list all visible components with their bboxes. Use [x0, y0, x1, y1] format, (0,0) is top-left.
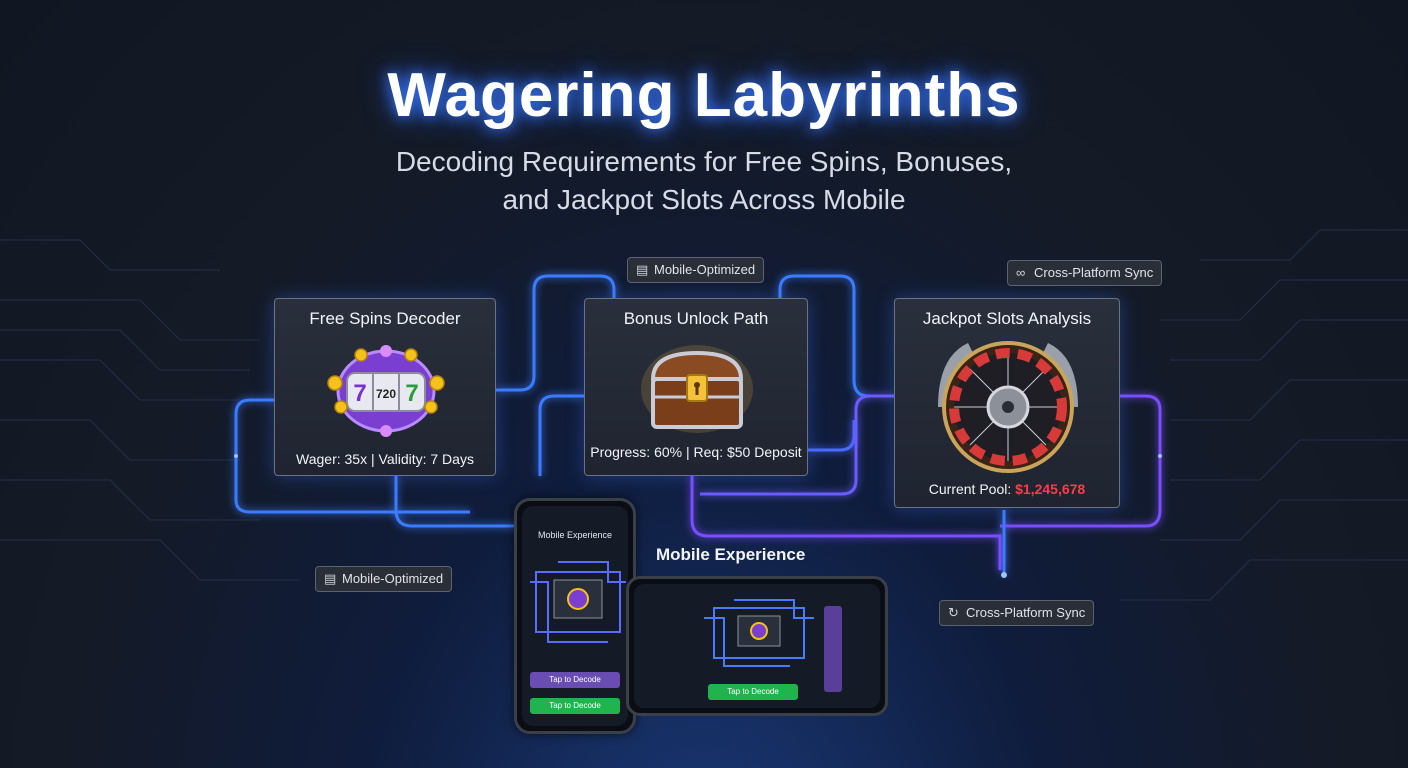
phone-decode-button-purple[interactable]: Tap to Decode — [530, 672, 620, 688]
pool-value: $1,245,678 — [1015, 481, 1086, 497]
mobile-optimized-chip-bottom[interactable]: ▤ Mobile-Optimized — [315, 566, 453, 592]
jackpot-card[interactable]: Jackpot Slots Analysis Current Pool: $1,… — [894, 298, 1120, 508]
cross-platform-sync-chip-bottom[interactable]: ↻ Cross-Platform Sync — [939, 600, 1095, 626]
tablet-decode-button[interactable]: Tap to Decode — [708, 684, 798, 700]
bonus-unlock-card[interactable]: Bonus Unlock Path Progress: 60% | Req: $… — [584, 298, 808, 476]
chip-label: Mobile-Optimized — [654, 262, 756, 277]
tablet-side-panel — [824, 606, 842, 692]
mobile-icon: ▤ — [636, 262, 649, 277]
chip-label: Cross-Platform Sync — [966, 605, 1086, 620]
slot-machine-icon: 7 7 720 — [327, 345, 445, 437]
card-title: Jackpot Slots Analysis — [922, 309, 1092, 328]
card-title: Free Spins Decoder — [309, 309, 461, 328]
subtitle-line-2: and Jackpot Slots Across Mobile — [502, 184, 906, 215]
free-spins-footer: Wager: 35x | Validity: 7 Days — [296, 451, 474, 467]
free-spins-card[interactable]: Free Spins Decoder 7 7 720 Wager: 35x | … — [274, 298, 496, 476]
pool-label: Current Pool: — [928, 481, 1012, 497]
chip-label: Cross-Platform Sync — [1034, 265, 1154, 280]
phone-mockup[interactable]: Mobile Experience Tap to Decode Tap to D… — [514, 498, 636, 734]
mobile-icon: ▤ — [324, 571, 337, 586]
chip-label: Mobile-Optimized — [342, 571, 444, 586]
svg-text:7: 7 — [353, 380, 366, 407]
svg-text:7: 7 — [405, 380, 418, 407]
roulette-wheel-icon — [938, 341, 1078, 473]
bonus-footer: Progress: 60% | Req: $50 Deposit — [590, 444, 802, 460]
page-subtitle: Decoding Requirements for Free Spins, Bo… — [0, 143, 1408, 219]
tablet-screen: Tap to Decode — [634, 584, 880, 708]
phone-screen: Mobile Experience Tap to Decode Tap to D… — [522, 506, 628, 726]
phone-pathway-graphic — [530, 561, 626, 643]
mobile-optimized-chip-top[interactable]: ▤ Mobile-Optimized — [627, 257, 765, 283]
cross-platform-sync-chip-top[interactable]: ∞ Cross-Platform Sync — [1007, 260, 1163, 286]
tablet-pathway-graphic — [704, 599, 814, 667]
phone-decode-button-green[interactable]: Tap to Decode — [530, 698, 620, 714]
treasure-chest-icon — [641, 345, 753, 433]
jackpot-footer: Current Pool: $1,245,678 — [895, 481, 1119, 497]
phone-title: Mobile Experience — [537, 530, 613, 540]
mobile-experience-heading: Mobile Experience — [656, 545, 806, 564]
page-title: Wagering Labyrinths — [387, 61, 1021, 130]
sync-icon: ↻ — [948, 605, 959, 620]
card-title: Bonus Unlock Path — [623, 309, 769, 328]
subtitle-line-1: Decoding Requirements for Free Spins, Bo… — [395, 146, 1013, 177]
link-icon: ∞ — [1016, 265, 1026, 280]
reel-center-text: 720 — [376, 387, 396, 401]
tablet-mockup[interactable]: Tap to Decode — [626, 576, 888, 716]
